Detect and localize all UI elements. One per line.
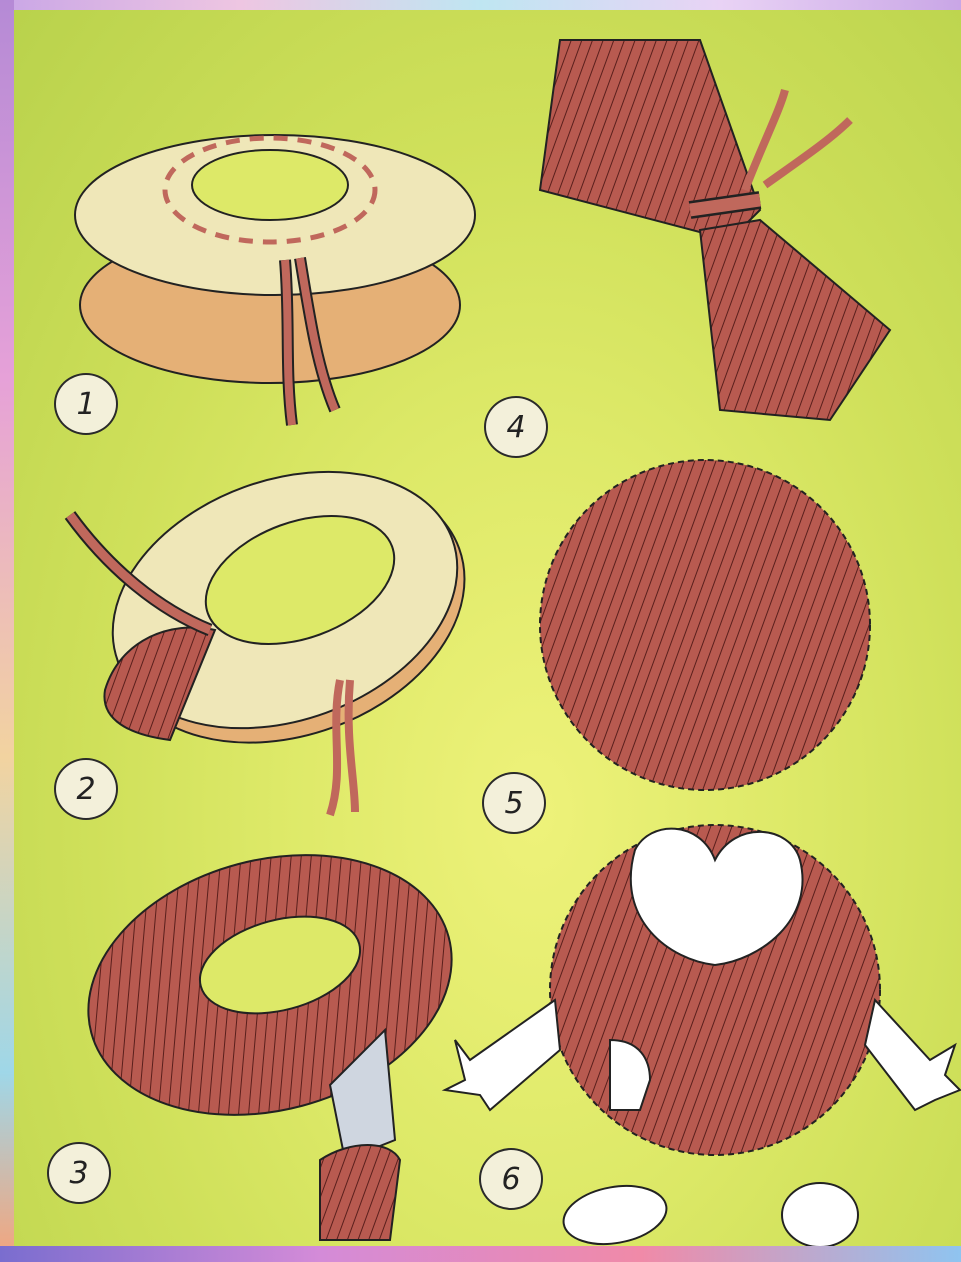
step-4-tied-bundle xyxy=(540,40,890,420)
step-number-2: 2 xyxy=(54,758,118,820)
step-number-4: 4 xyxy=(484,396,548,458)
decorative-frame-top xyxy=(0,0,961,10)
step-2-winding-yarn xyxy=(70,426,502,815)
step-3-wound-ring xyxy=(59,816,481,1240)
step-number-1: 1 xyxy=(54,373,118,435)
step-1-cardboard-rings xyxy=(75,135,475,425)
decorative-frame-left xyxy=(0,0,14,1262)
decorative-frame-bottom xyxy=(0,1246,961,1262)
step-number-5: 5 xyxy=(482,772,546,834)
step-5-pompom xyxy=(540,460,870,790)
step-number-6: 6 xyxy=(479,1148,543,1210)
step-number-3: 3 xyxy=(47,1142,111,1204)
instruction-sheet: 1 2 3 4 5 6 xyxy=(14,10,961,1246)
pompom-illustrations xyxy=(14,10,961,1246)
